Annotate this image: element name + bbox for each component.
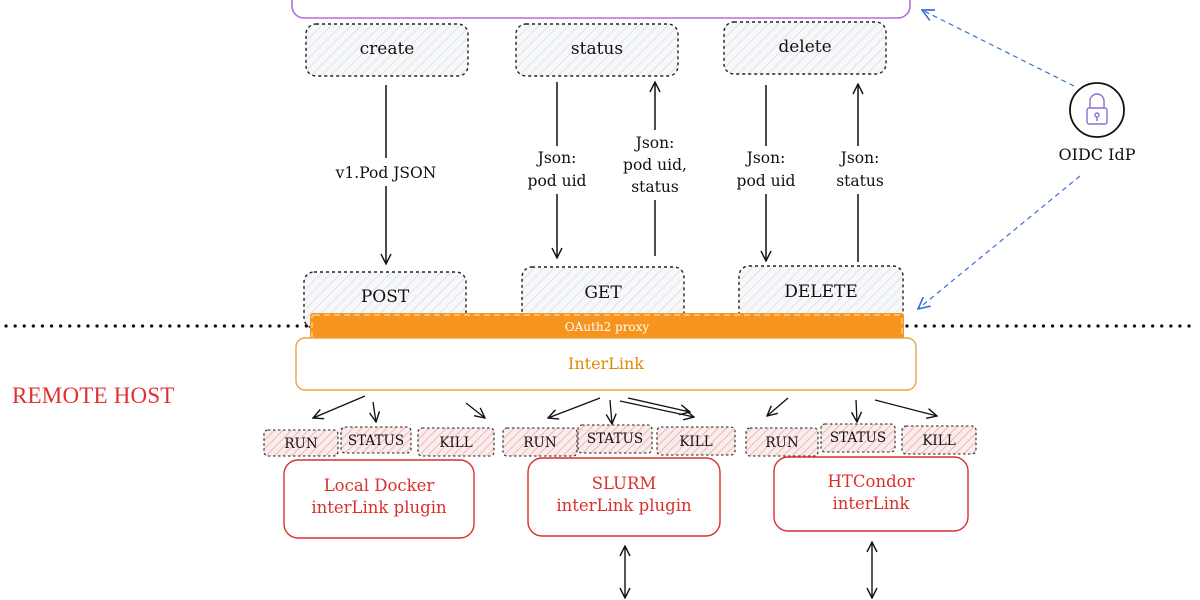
idp-to-api-link (922, 10, 1075, 87)
docker-kill-label: KILL (439, 435, 472, 451)
idp-label: OIDC IdP (1059, 145, 1136, 164)
create-op-box[interactable] (305, 23, 469, 77)
slurm-status-label: STATUS (587, 431, 643, 447)
htcondor-status-label: STATUS (830, 430, 886, 446)
status-request-label-line2: pod uid (528, 172, 587, 190)
delete-endpoint-box[interactable] (738, 265, 904, 325)
slurm-status-chip[interactable] (577, 424, 653, 454)
delete-op-box[interactable] (723, 21, 887, 75)
delete-endpoint-label: DELETE (784, 282, 858, 302)
get-endpoint-label: GET (584, 283, 622, 303)
idp-circle (1069, 82, 1125, 138)
backend-links (625, 542, 872, 598)
local-docker-plugin-box[interactable] (283, 459, 475, 539)
slurm-plugin-box[interactable] (527, 457, 721, 537)
plugin-action-chips: RUN STATUS KILL RUN STATUS KILL RUN STAT… (263, 423, 977, 457)
local-docker-plugin-line2: interLink plugin (311, 498, 447, 517)
idp-to-proxy-link (918, 175, 1081, 309)
slurm-kill-label: KILL (679, 434, 712, 450)
create-op-label: create (360, 39, 415, 59)
docker-run-chip[interactable] (263, 429, 339, 457)
htcondor-kill-label: KILL (922, 433, 955, 449)
delete-response-label-line1: Json: (839, 149, 880, 167)
status-response-label-line1: Json: (634, 134, 675, 152)
status-op-box[interactable] (515, 23, 679, 77)
slurm-kill-chip[interactable] (656, 426, 736, 456)
delete-request-label-line1: Json: (745, 149, 786, 167)
slurm-run-label: RUN (523, 435, 557, 451)
interlink-fanout-arrows (313, 395, 937, 424)
interlink-label: InterLink (568, 354, 644, 373)
docker-kill-chip[interactable] (417, 427, 495, 457)
remote-host-label: REMOTE HOST (12, 383, 175, 408)
htcondor-plugin-line2: interLink (832, 494, 910, 513)
oidc-idp: OIDC IdP (1059, 82, 1136, 164)
plugin-boxes: Local Docker interLink plugin SLURM inte… (283, 456, 969, 539)
post-endpoint-label: POST (361, 287, 410, 307)
kubernetes-api-box (291, 0, 911, 19)
docker-run-label: RUN (284, 436, 318, 452)
delete-response-label-line2: status (836, 172, 884, 190)
auth-links (918, 10, 1081, 309)
status-request-label-line1: Json: (536, 149, 577, 167)
docker-status-chip[interactable] (340, 426, 412, 454)
lock-icon (1086, 93, 1108, 125)
slurm-plugin-line2: interLink plugin (556, 496, 692, 515)
htcondor-kill-chip[interactable] (901, 425, 977, 455)
htcondor-run-label: RUN (765, 435, 799, 451)
delete-request-label-line2: pod uid (737, 172, 796, 190)
oauth2-proxy-label: OAuth2 proxy (565, 320, 650, 334)
status-response-label-line2: pod uid, (623, 156, 687, 174)
docker-status-label: STATUS (348, 433, 404, 449)
slurm-plugin-line1: SLURM (592, 474, 657, 493)
status-response-label-line3: status (631, 178, 679, 196)
create-request-label: v1.Pod JSON (335, 164, 437, 182)
top-operation-boxes: create status delete (305, 21, 887, 77)
htcondor-status-chip[interactable] (820, 423, 896, 453)
htcondor-plugin-line1: HTCondor (828, 472, 915, 491)
interlink-box (295, 337, 917, 391)
status-op-label: status (571, 39, 623, 59)
payload-labels: v1.Pod JSON Json: pod uid Json: pod uid,… (330, 130, 888, 200)
htcondor-run-chip[interactable] (745, 427, 819, 457)
htcondor-plugin-box[interactable] (773, 456, 969, 532)
oauth2-proxy-bar (310, 313, 904, 341)
local-docker-plugin-line1: Local Docker (324, 476, 435, 495)
delete-op-label: delete (778, 37, 831, 57)
slurm-run-chip[interactable] (502, 427, 578, 457)
